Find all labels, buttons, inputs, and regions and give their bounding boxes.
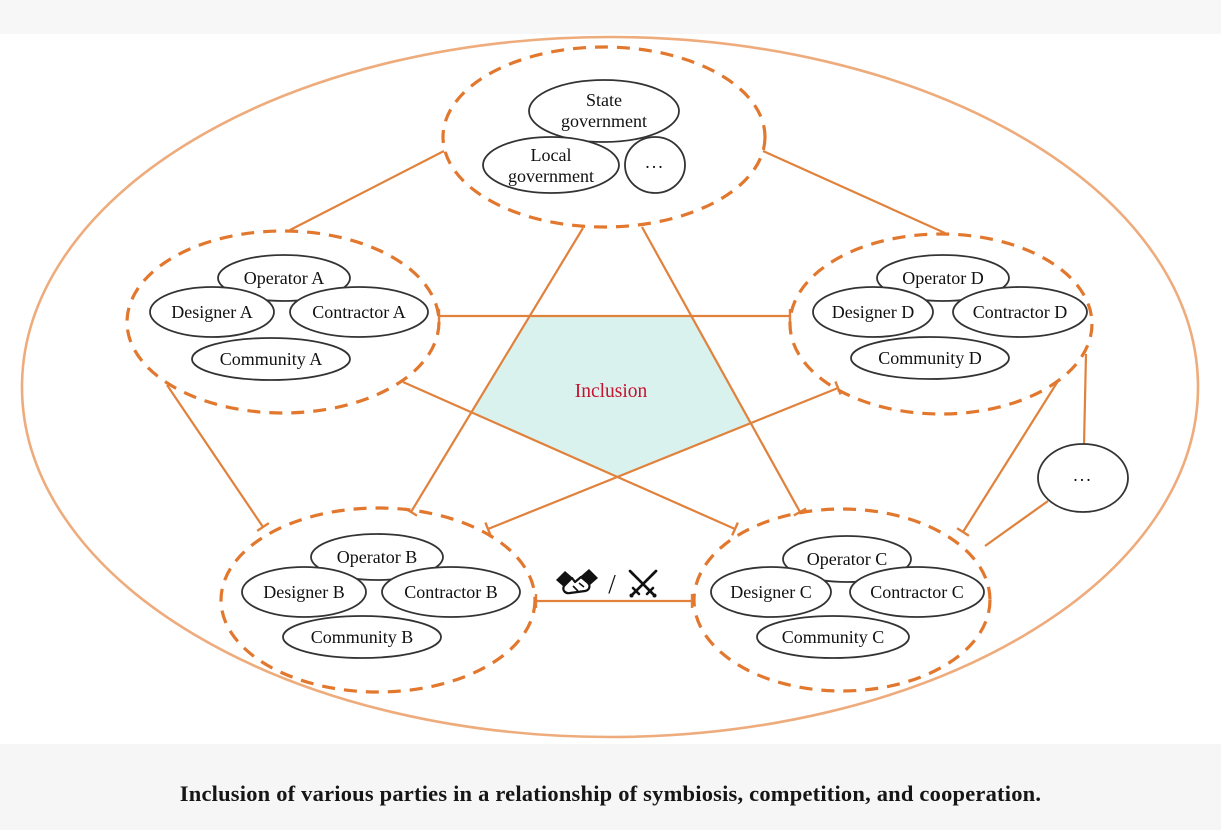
node-contractor-d: Contractor D: [952, 286, 1088, 338]
cluster-government: State government Local government ...: [441, 45, 767, 229]
node-designer-b: Designer B: [241, 566, 367, 618]
cluster-c-boundary: [692, 507, 992, 693]
node-designer-a: Designer A: [149, 286, 275, 338]
inclusion-diagram: Inclusion State government Local governm…: [20, 35, 1200, 739]
link-gov-a: [289, 150, 445, 231]
cluster-b: Operator B Designer B Contractor B Commu…: [219, 506, 537, 694]
cluster-a: Operator A Designer A Contractor A Commu…: [125, 229, 441, 415]
svg-text:Local: Local: [531, 145, 572, 165]
link-more-d: [1082, 353, 1088, 446]
cluster-government-boundary: [441, 45, 767, 229]
node-operator-d: Operator D: [876, 254, 1010, 302]
svg-text:...: ...: [645, 152, 665, 172]
node-more: ...: [1037, 443, 1129, 513]
top-margin-strip: [0, 0, 1221, 34]
node-contractor-a: Contractor A: [289, 286, 429, 338]
node-community-a: Community A: [191, 337, 351, 381]
node-designer-d: Designer D: [812, 286, 934, 338]
crossed-swords-icon: [628, 569, 658, 598]
svg-text:Operator A: Operator A: [244, 268, 324, 288]
cluster-d: Operator D Designer D Contractor D Commu…: [788, 232, 1094, 416]
caption-strip: Inclusion of various parties in a relati…: [0, 744, 1221, 830]
svg-text:Community D: Community D: [878, 348, 982, 368]
link-c-more: [984, 500, 1049, 547]
node-community-b: Community B: [282, 615, 442, 659]
link-a-b: [166, 384, 270, 532]
cluster-c: Operator C Designer C Contractor C Commu…: [692, 507, 992, 693]
figure-caption: Inclusion of various parties in a relati…: [179, 781, 1042, 806]
handshake-icon: [556, 569, 598, 595]
link-d-c: [956, 380, 1059, 537]
inclusion-label: Inclusion: [575, 381, 648, 402]
node-designer-c: Designer C: [710, 566, 832, 618]
link-gov-b: [404, 227, 584, 517]
svg-text:Operator D: Operator D: [902, 268, 983, 288]
svg-text:...: ...: [1073, 465, 1093, 485]
svg-text:Designer D: Designer D: [832, 302, 914, 322]
svg-text:Community C: Community C: [782, 627, 885, 647]
node-operator-b: Operator B: [310, 533, 444, 581]
cluster-a-boundary: [125, 229, 441, 415]
svg-text:Designer C: Designer C: [730, 582, 811, 602]
cluster-d-boundary: [788, 232, 1094, 416]
svg-text:State: State: [586, 90, 622, 110]
outer-boundary-ellipse: [20, 35, 1200, 739]
node-government-more: ...: [624, 136, 686, 194]
relationship-icons: /: [556, 569, 658, 599]
cluster-b-boundary: [219, 506, 537, 694]
diagram-area: Inclusion State government Local governm…: [0, 34, 1221, 744]
node-contractor-c: Contractor C: [849, 566, 985, 618]
svg-text:Community A: Community A: [220, 349, 323, 369]
svg-text:Operator B: Operator B: [337, 547, 417, 567]
svg-text:Designer B: Designer B: [263, 582, 344, 602]
svg-text:Designer A: Designer A: [171, 302, 252, 322]
svg-text:Community B: Community B: [311, 627, 414, 647]
svg-text:Contractor C: Contractor C: [870, 582, 963, 602]
svg-text:Contractor D: Contractor D: [973, 302, 1067, 322]
svg-text:Operator C: Operator C: [807, 549, 887, 569]
svg-text:government: government: [561, 111, 647, 131]
svg-text:Contractor B: Contractor B: [404, 582, 497, 602]
link-gov-d: [762, 149, 946, 235]
node-state-government: State government: [528, 79, 680, 143]
node-operator-a: Operator A: [217, 254, 351, 302]
node-contractor-b: Contractor B: [381, 566, 521, 618]
link-d-b: [484, 381, 842, 536]
node-community-c: Community C: [756, 615, 910, 659]
node-local-government: Local government: [482, 136, 620, 194]
node-community-d: Community D: [850, 336, 1010, 380]
separator-slash: /: [608, 569, 616, 599]
svg-text:Contractor A: Contractor A: [312, 302, 405, 322]
svg-text:government: government: [508, 166, 594, 186]
